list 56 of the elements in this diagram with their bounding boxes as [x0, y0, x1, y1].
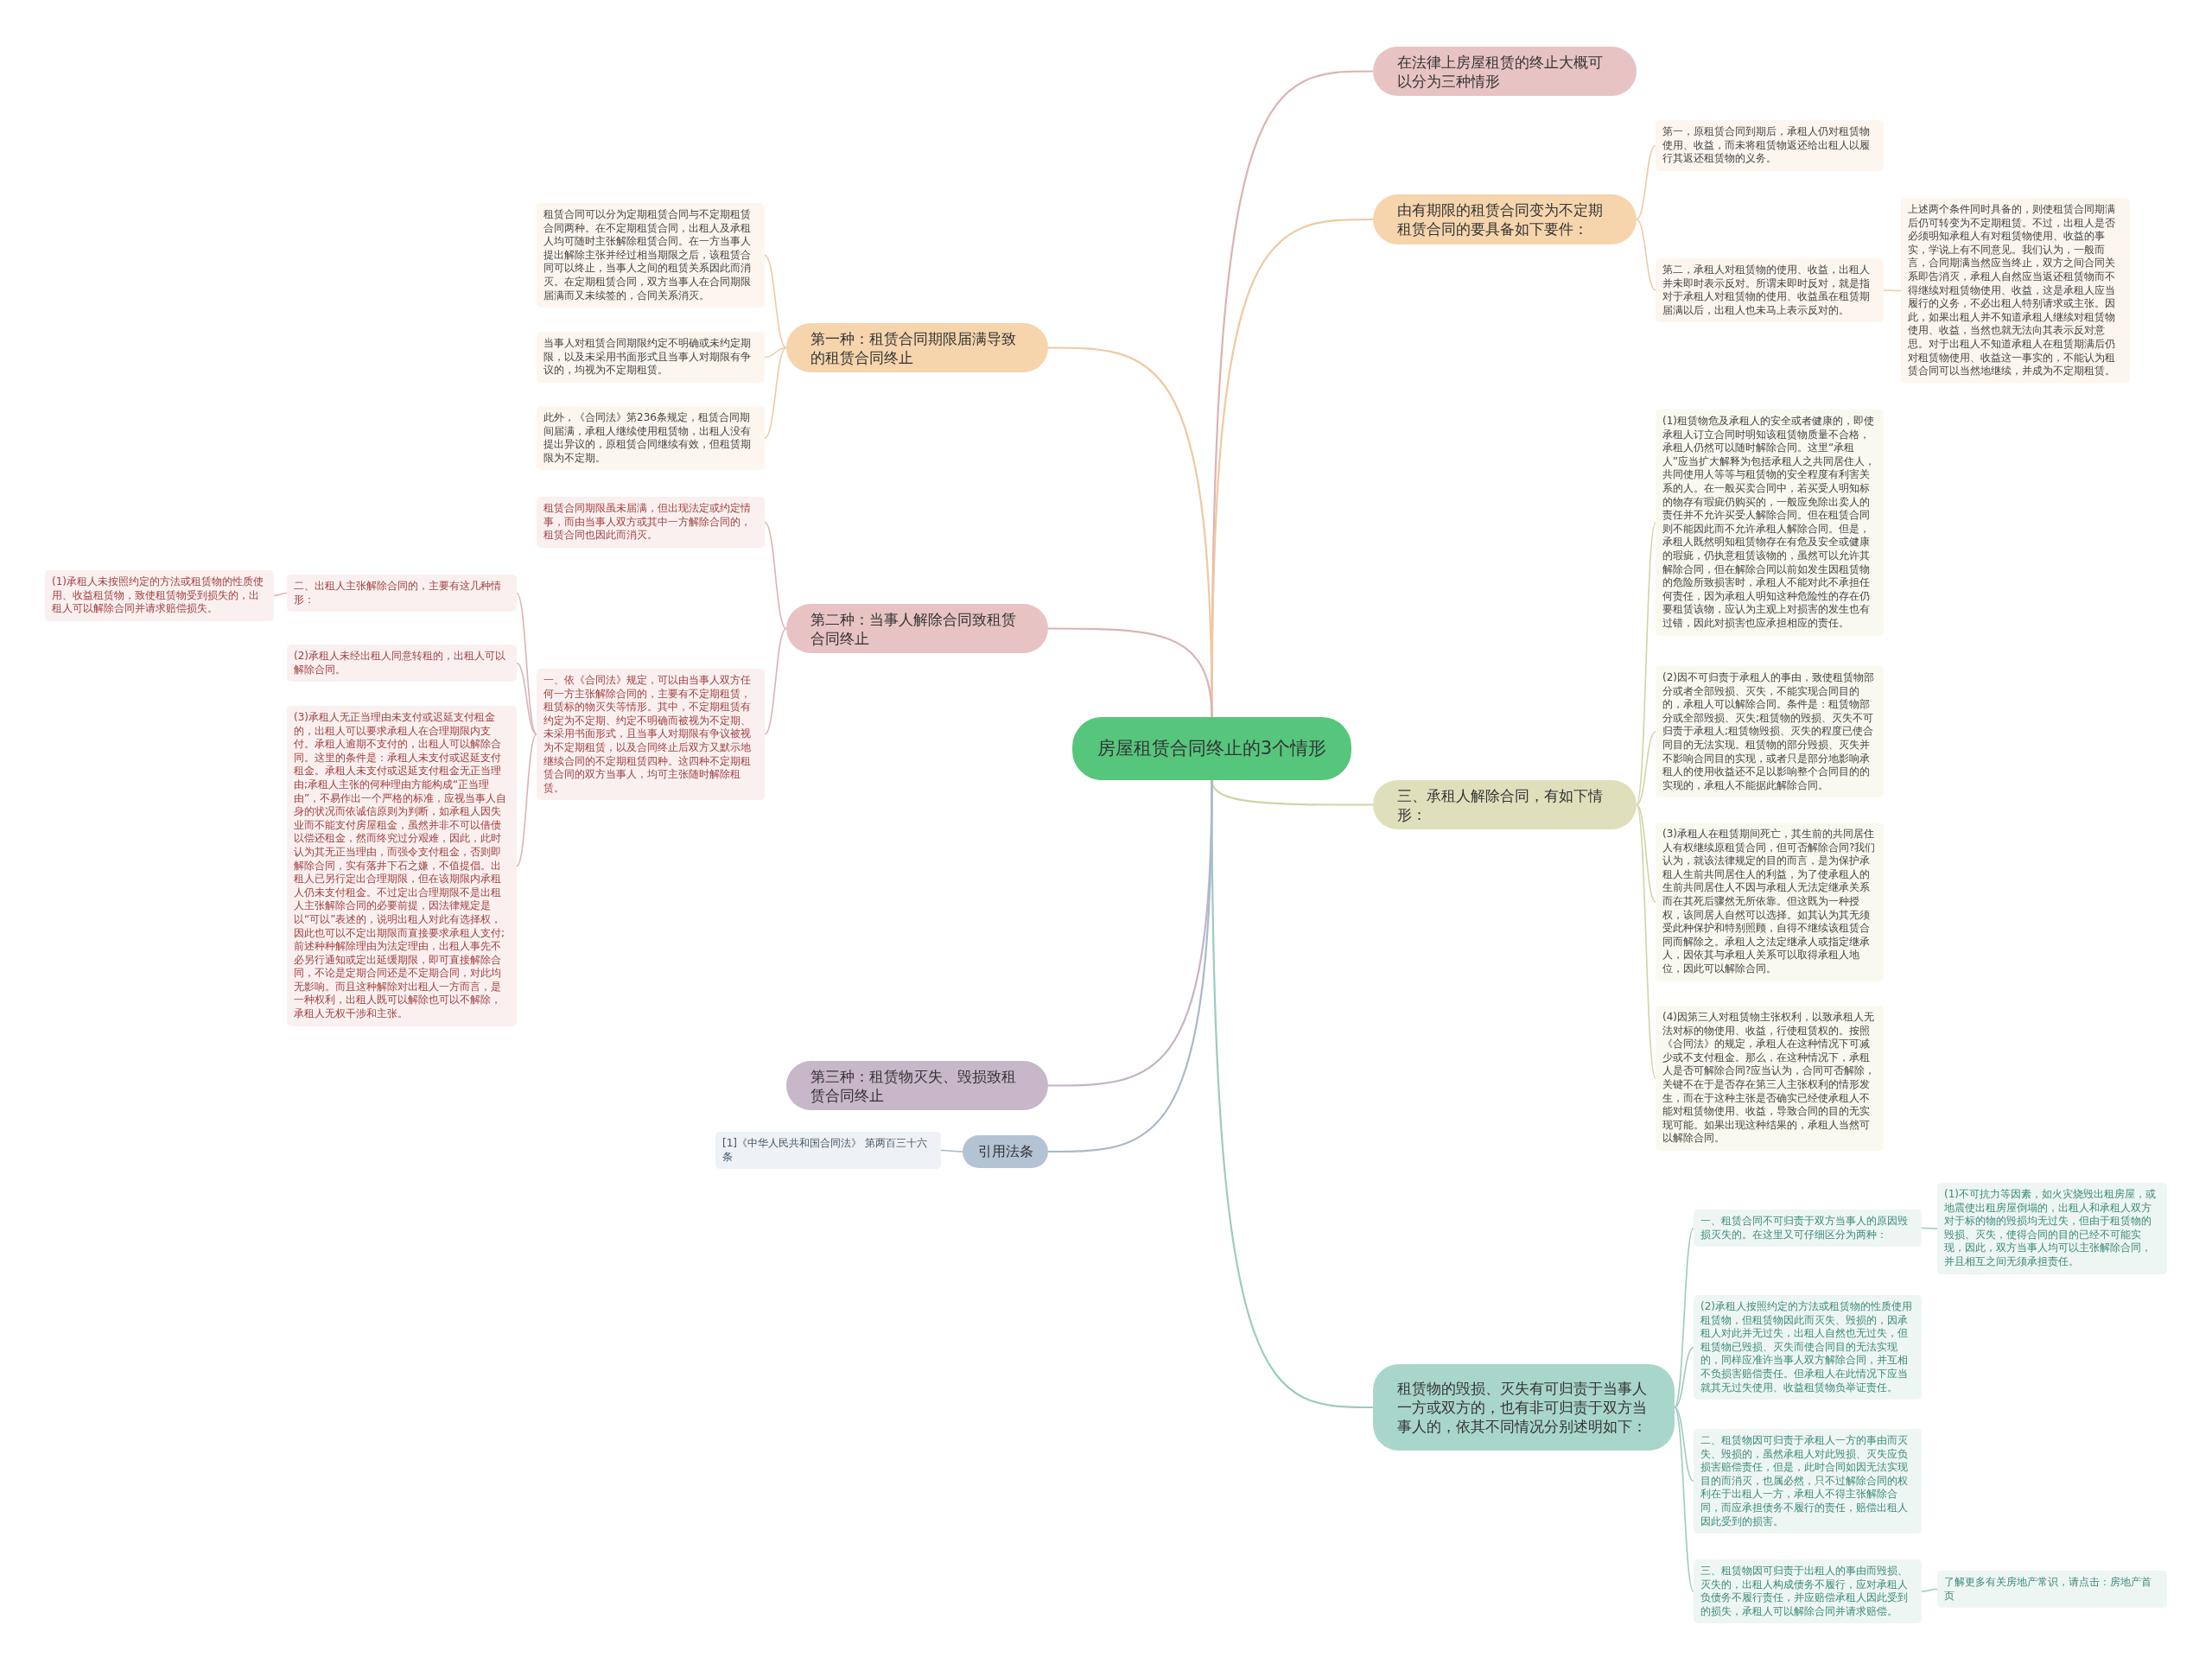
connector-line — [1636, 803, 1656, 1079]
connector-line — [1636, 219, 1656, 291]
connector-line — [1636, 731, 1656, 806]
branch-topic: 由有期限的租赁合同变为不定期租赁合同的要具备如下要件： — [1373, 194, 1637, 244]
connector-line — [1048, 627, 1213, 718]
text-card: 二、租赁物因可归责于承租人一方的事由而灭失、毁损的，虽然承租人对此毁损、灭失应负损害赔偿责任，但是，此时合同如因无法实现目的而消灭，也属必然，只不过解除合同的权利在于出租人一方，承租人不得主张解除合同，而应承担债务不履行的责任，赔偿出租人因此受到的损害。 — [1694, 1429, 1922, 1534]
branch-topic: 第一种：租赁合同期限届满导致的租赁合同终止 — [786, 323, 1048, 372]
text-card: 此外，《合同法》第236条规定，租赁合同期间届满，承租人继续使用租赁物，出租人没有提出异议的，原租赁合同继续有效，但租赁期限为不定期。 — [537, 406, 765, 471]
text-card: 二、出租人主张解除合同的，主要有这几种情形： — [287, 575, 517, 613]
connector-line — [1674, 1346, 1694, 1408]
connector-line — [1048, 780, 1213, 1153]
connector-line — [1636, 522, 1656, 806]
text-card: 第一，原租赁合同到期后，承租人仍对租赁物使用、收益，而未将租赁物返还给出租人以履行其返还租赁物的义务。 — [1656, 120, 1884, 171]
text-card: [1]《中华人民共和国合同法》 第两百三十六条 — [715, 1132, 941, 1170]
connector-line — [1674, 1406, 1694, 1483]
branch-topic: 租赁物的毁损、灭失有可归责于当事人一方或双方的，也有非可归责于双方当事人的，依其不同情况分别述明如下： — [1373, 1364, 1675, 1451]
connector-line — [1883, 289, 1902, 292]
text-card: (1)租赁物危及承租人的安全或者健康的，即使承租人订立合同时明知该租赁物质量不合格，承租人仍然可以随时解除合同。这里“承租人”应当扩大解释为包括承租人之共同居住人，共同使用人等等与租赁物的安全程度有利害关系的人。在一般买卖合同中，若买受人明知标的物存有瑕疵仍购买的，一般应免除出卖人的责任并不允许买受人解除合同。但在租赁合同则不能因此而不允许承租人解除合同。但是，承租人既然明知租赁物存在有危及安全或健康的瑕疵，仍执意租赁该物的，虽然可以允许其解除合同，但在解除合同以前如发生因租赁物的危险所致损害时，承租人不能对此不承担任何责任，因为承租人明知这种危险性的存在仍要租赁该物，应认为主观上对损害的发生也有过错，因此对损害也应承担相应的责任。 — [1656, 410, 1884, 636]
connector-line — [940, 1149, 963, 1152]
text-card: (2)承租人未经出租人同意转租的，出租人可以解除合同。 — [287, 645, 517, 683]
text-card: (4)因第三人对租赁物主张权利，以致承租人无法对标的物使用、收益，行使租赁权的。按照《合同法》的规定，承租人在这种情况下可减少或不支付租金。那么，在这种情况下，承租人是否可解除合同?应当认为，合同可否解除，关键不在于是否存在第三人主张权利的情形发生，而在于这种主张是否确实已经使承租人不能对租赁物使用、收益，导致合同的目的无实现可能。如果出现这种结果的，承租人当然可以解除合同。 — [1656, 1006, 1884, 1151]
connector-line — [1636, 144, 1656, 220]
text-card: (3)承租人在租赁期间死亡，其生前的共同居住人有权继续原租赁合同，但可否解除合同?我们认为，就该法律规定的目的而言，是为保护承租人生前共同居住人的利益，为了使承租人的生前共同居住人不因与承租人无法定继承关系而在其死后骤然无所依靠。但这既为一种授权，该同居人自然可以选择。如其认为其无须受此种保护和特别照顾，自得不继续该租赁合同而解除之。承租人之法定继承人或指定继承人，因依其与承租人关系可以取得承租人地位，因此可以解除合同。 — [1656, 822, 1884, 981]
text-card: 租赁合同期限虽未届满，但出现法定或约定情事，而由当事人双方或其中一方解除合同的，租赁合同也因此而消灭。 — [537, 497, 765, 548]
text-card: 租赁合同可以分为定期租赁合同与不定期租赁合同两种。在不定期租赁合同，出租人及承租人均可随时主张解除租赁合同。在一方当事人提出解除主张并经过相当期限之后，该租赁合同可以终止，当事人之间的租赁关系因此而消灭。在定期租赁合同，双方当事人在合同期限届满而又未续签的，合同关系消灭。 — [537, 203, 765, 308]
text-card: 当事人对租赁合同期限约定不明确或未约定期限，以及未采用书面形式且当事人对期限有争议的，均视为不定期租赁。 — [537, 332, 765, 383]
branch-topic: 第三种：租赁物灭失、毁损致租赁合同终止 — [786, 1061, 1048, 1110]
text-card: 三、租赁物因可归责于出租人的事由而毁损、灭失的，出租人构成债务不履行，应对承租人负债务不履行责任，并应赔偿承租人因此受到的损失，承租人可以解除合同并请求赔偿。 — [1694, 1559, 1922, 1624]
connector-line — [764, 254, 787, 349]
text-card: (2)承租人按照约定的方法或租赁物的性质使用租赁物，但租赁物因此而灭失、毁损的，因承租人对此并无过失，出租人自然也无过失，但租赁物已毁损、灭失而使合同目的无法实现的，同样应准许当事人双方解除合同，并互相不负损害赔偿责任。但承租人在此情况下应当就其无过失使用、收益租赁物负举证责任。 — [1694, 1295, 1922, 1400]
text-card: (3)承租人无正当理由未支付或迟延支付租金的，出租人可以要求承租人在合理期限内支付。承租人逾期不支付的，出租人可以解除合同。这里的条件是：承租人未支付或迟延支付租金。承租人未支付或迟延支付租金无正当理由;承租人主张的何种理由方能构成“正当理由”，不易作出一个严格的标准，应视当事人自身的状况而依诚信原则为判断，如承租人因失业而不能支付房屋租金，虽然并非不可以借债以偿还租金，然而终究过分艰难，因此，此时认为其无正当理由，而强令支付租金，否则即解除合同，实有落井下石之嫌，不值提倡。出租人已另行定出合理期限，但在该期限内承租人仍未支付租金。不过定出合理期限不是出租人主张解除合同的必要前提，因法律规定是以“可以”表述的，说明出租人对此有选择权，因此也可以不定出期限而直接要求承租人支付;前述种种解除理由为法定理由，出租人事先不必另行通知或定出延缓期限，即可直接解除合同，不论是定期合同还是不定期合同，对此均无影响。而且这种解除对出租人一方而言，是一种权利，出租人既可以解除也可以不解除，承租人无权干涉和主张。 — [287, 706, 517, 1026]
branch-topic: 三、承租人解除合同，有如下情形： — [1373, 780, 1637, 829]
connector-line — [1921, 1227, 1938, 1229]
text-card: 了解更多有关房地产常识，请点击：房地产首页 — [1937, 1571, 2167, 1609]
branch-topic: 在法律上房屋租赁的终止大概可以分为三种情形 — [1373, 47, 1637, 96]
branch-topic: 第二种：当事人解除合同致租赁合同终止 — [786, 604, 1048, 653]
connector-line — [1674, 1227, 1694, 1408]
branch-topic: 引用法条 — [963, 1135, 1048, 1168]
connector-line — [1636, 803, 1656, 903]
connector-line — [764, 521, 787, 630]
text-card: 一、依《合同法》规定，可以由当事人双方任何一方主张解除合同的，主要有不定期租赁，租赁标的物灭失等情形。其中，不定期租赁有约定为不定期、约定不明确而被视为不定期、未采用书面形式，且当事人对期限有争议被视为不定期租赁，以及合同终止后双方又默示地继续合同的不定期租赁四种。这四种不定期租赁合同的双方当事人，均可主张随时解除租赁。 — [537, 669, 765, 801]
connector-line — [1674, 1406, 1694, 1592]
text-card: (1)承租人未按照约定的方法或租赁物的性质使用、收益租赁物，致使租赁物受到损失的，出租人可以解除合同并请求赔偿损失。 — [45, 570, 274, 621]
connector-line — [764, 346, 787, 439]
text-card: (2)因不可归责于承租人的事由，致使租赁物部分或者全部毁损、灭失，不能实现合同目的的，承租人可以解除合同。条件是：租赁物部分或全部毁损、灭失;租赁物的毁损、灭失不可归责于承租人;租赁物毁损、灭失的程度已使合同目的无法实现。租赁物的部分毁损、灭失并不影响合同目的实现，或者只是部分地影响承租人的使用收益还不足以影响整个合同目的的实现的，承租人不能据此解除合同。 — [1656, 666, 1884, 798]
connector-line — [764, 346, 787, 359]
text-card: (1)不可抗力等因素，如火灾烧毁出租房屋，或地震使出租房屋倒塌的，出租人和承租人双方对于标的物的毁损均无过失，但由于租赁物的毁损、灭失，使得合同的目的已经不可能实现，因此，双方当事人均可以主张解除合同，并且相互之间无须承担责任。 — [1937, 1183, 2167, 1274]
connector-line — [764, 627, 787, 735]
central-topic: 房屋租赁合同终止的3个情形 — [1072, 717, 1351, 780]
text-card: 第二，承租人对租赁物的使用、收益，出租人并未即时表示反对。所谓未即时反对，就是指对于承租人对租赁物的使用、收益虽在租赁期届满以后，出租人也未马上表示反对的。 — [1656, 258, 1884, 323]
connector-line — [516, 662, 537, 735]
connector-line — [1921, 1588, 1938, 1592]
text-card: 一、租赁合同不可归责于双方当事人的原因毁损灭失的。在这里又可仔细区分为两种： — [1694, 1210, 1922, 1248]
text-card: 上述两个条件同时具备的，则使租赁合同期满后仍可转变为不定期租赁。不过，出租人是否必须明知承租人有对租赁物使用、收益的事实，学说上有不同意见。我们认为，一般而言，合同期满当然应当终止，双方之间合同关系即告消灭，承租人自然应当返还租赁物而不得继续对租赁物使用、收益，这是承租人应当履行的义务，不必出租人特别请求或主张。因此，如果出租人并不知道承租人继续对租赁物使用、收益，当然也就无法向其表示反对意思。对于出租人不知道承租人在租赁期满后仍对租赁物使用、收益这一事实的，不能认为租赁合同可以当然地继续，并成为不定期租赁。 — [1901, 198, 2130, 384]
connector-line — [273, 592, 288, 597]
connector-line — [516, 733, 537, 867]
